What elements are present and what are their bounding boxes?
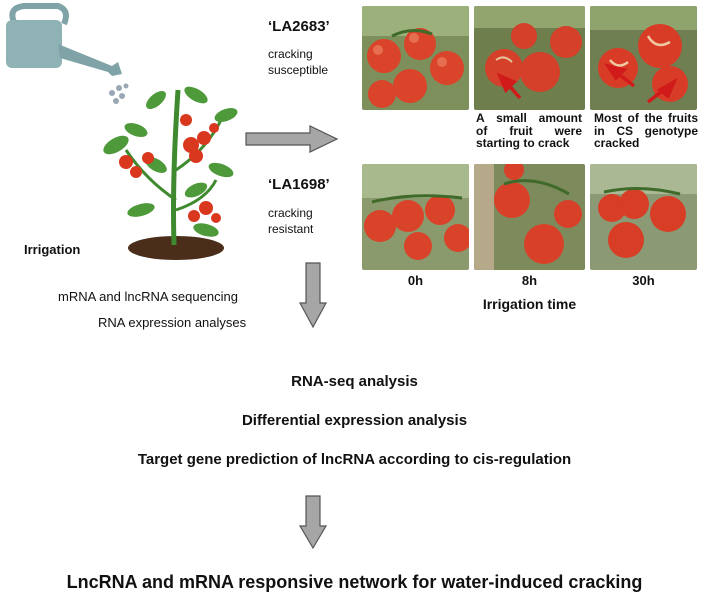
genotype-bottom-desc: cracking resistant: [268, 205, 313, 237]
right-arrow-icon: [245, 125, 339, 153]
photo-resistant-0h: [362, 164, 469, 270]
genotype-top-desc-line2: susceptible: [268, 63, 329, 77]
photo-resistant-8h: [474, 164, 585, 270]
genotype-bottom-desc-line2: resistant: [268, 222, 314, 236]
caption-middle-line1: A small amount: [476, 111, 582, 125]
caption-right-line3: cracked: [594, 136, 640, 150]
caption-right-line1: Most of the fruits: [594, 111, 698, 125]
analysis-step-differential: Differential expression analysis: [241, 412, 468, 429]
caption-middle-line3: starting to crack: [476, 136, 570, 150]
watering-can-icon: [6, 3, 129, 104]
analysis-step-target: Target gene prediction of lncRNA accordi…: [137, 451, 572, 468]
irrigation-label: Irrigation: [24, 242, 81, 257]
analysis-step-rnaseq: RNA-seq analysis: [291, 373, 418, 390]
genotype-bottom-desc-line1: cracking: [268, 206, 313, 220]
time-label-30h: 30h: [632, 273, 655, 288]
tomato-plant-icon: [103, 86, 238, 260]
sequencing-line2: RNA expression analyses: [98, 315, 247, 330]
photo-susceptible-30h: [590, 6, 697, 110]
caption-middle: A small amount of fruit were starting to…: [476, 112, 582, 150]
caption-right: Most of the fruits in CS genotype cracke…: [594, 112, 698, 150]
genotype-top-desc-line1: cracking: [268, 47, 313, 61]
time-axis-label: Irrigation time: [482, 296, 577, 312]
photo-susceptible-0h: [362, 6, 469, 110]
genotype-top-name: ‘LA2683’: [268, 18, 330, 35]
sequencing-line1: mRNA and lncRNA sequencing: [58, 289, 238, 304]
down-arrow-icon: [298, 495, 328, 550]
caption-middle-line2: of fruit were: [476, 123, 582, 138]
photo-resistant-30h: [590, 164, 697, 270]
time-label-0h: 0h: [407, 273, 424, 288]
time-label-8h: 8h: [521, 273, 538, 288]
genotype-top-desc: cracking susceptible: [268, 46, 328, 78]
genotype-bottom-name: ‘LA1698’: [268, 176, 330, 193]
photo-susceptible-8h: [474, 6, 585, 110]
caption-right-line2: in CS genotype: [594, 123, 698, 138]
down-arrow-icon: [298, 262, 328, 329]
final-result: LncRNA and mRNA responsive network for w…: [66, 572, 643, 592]
